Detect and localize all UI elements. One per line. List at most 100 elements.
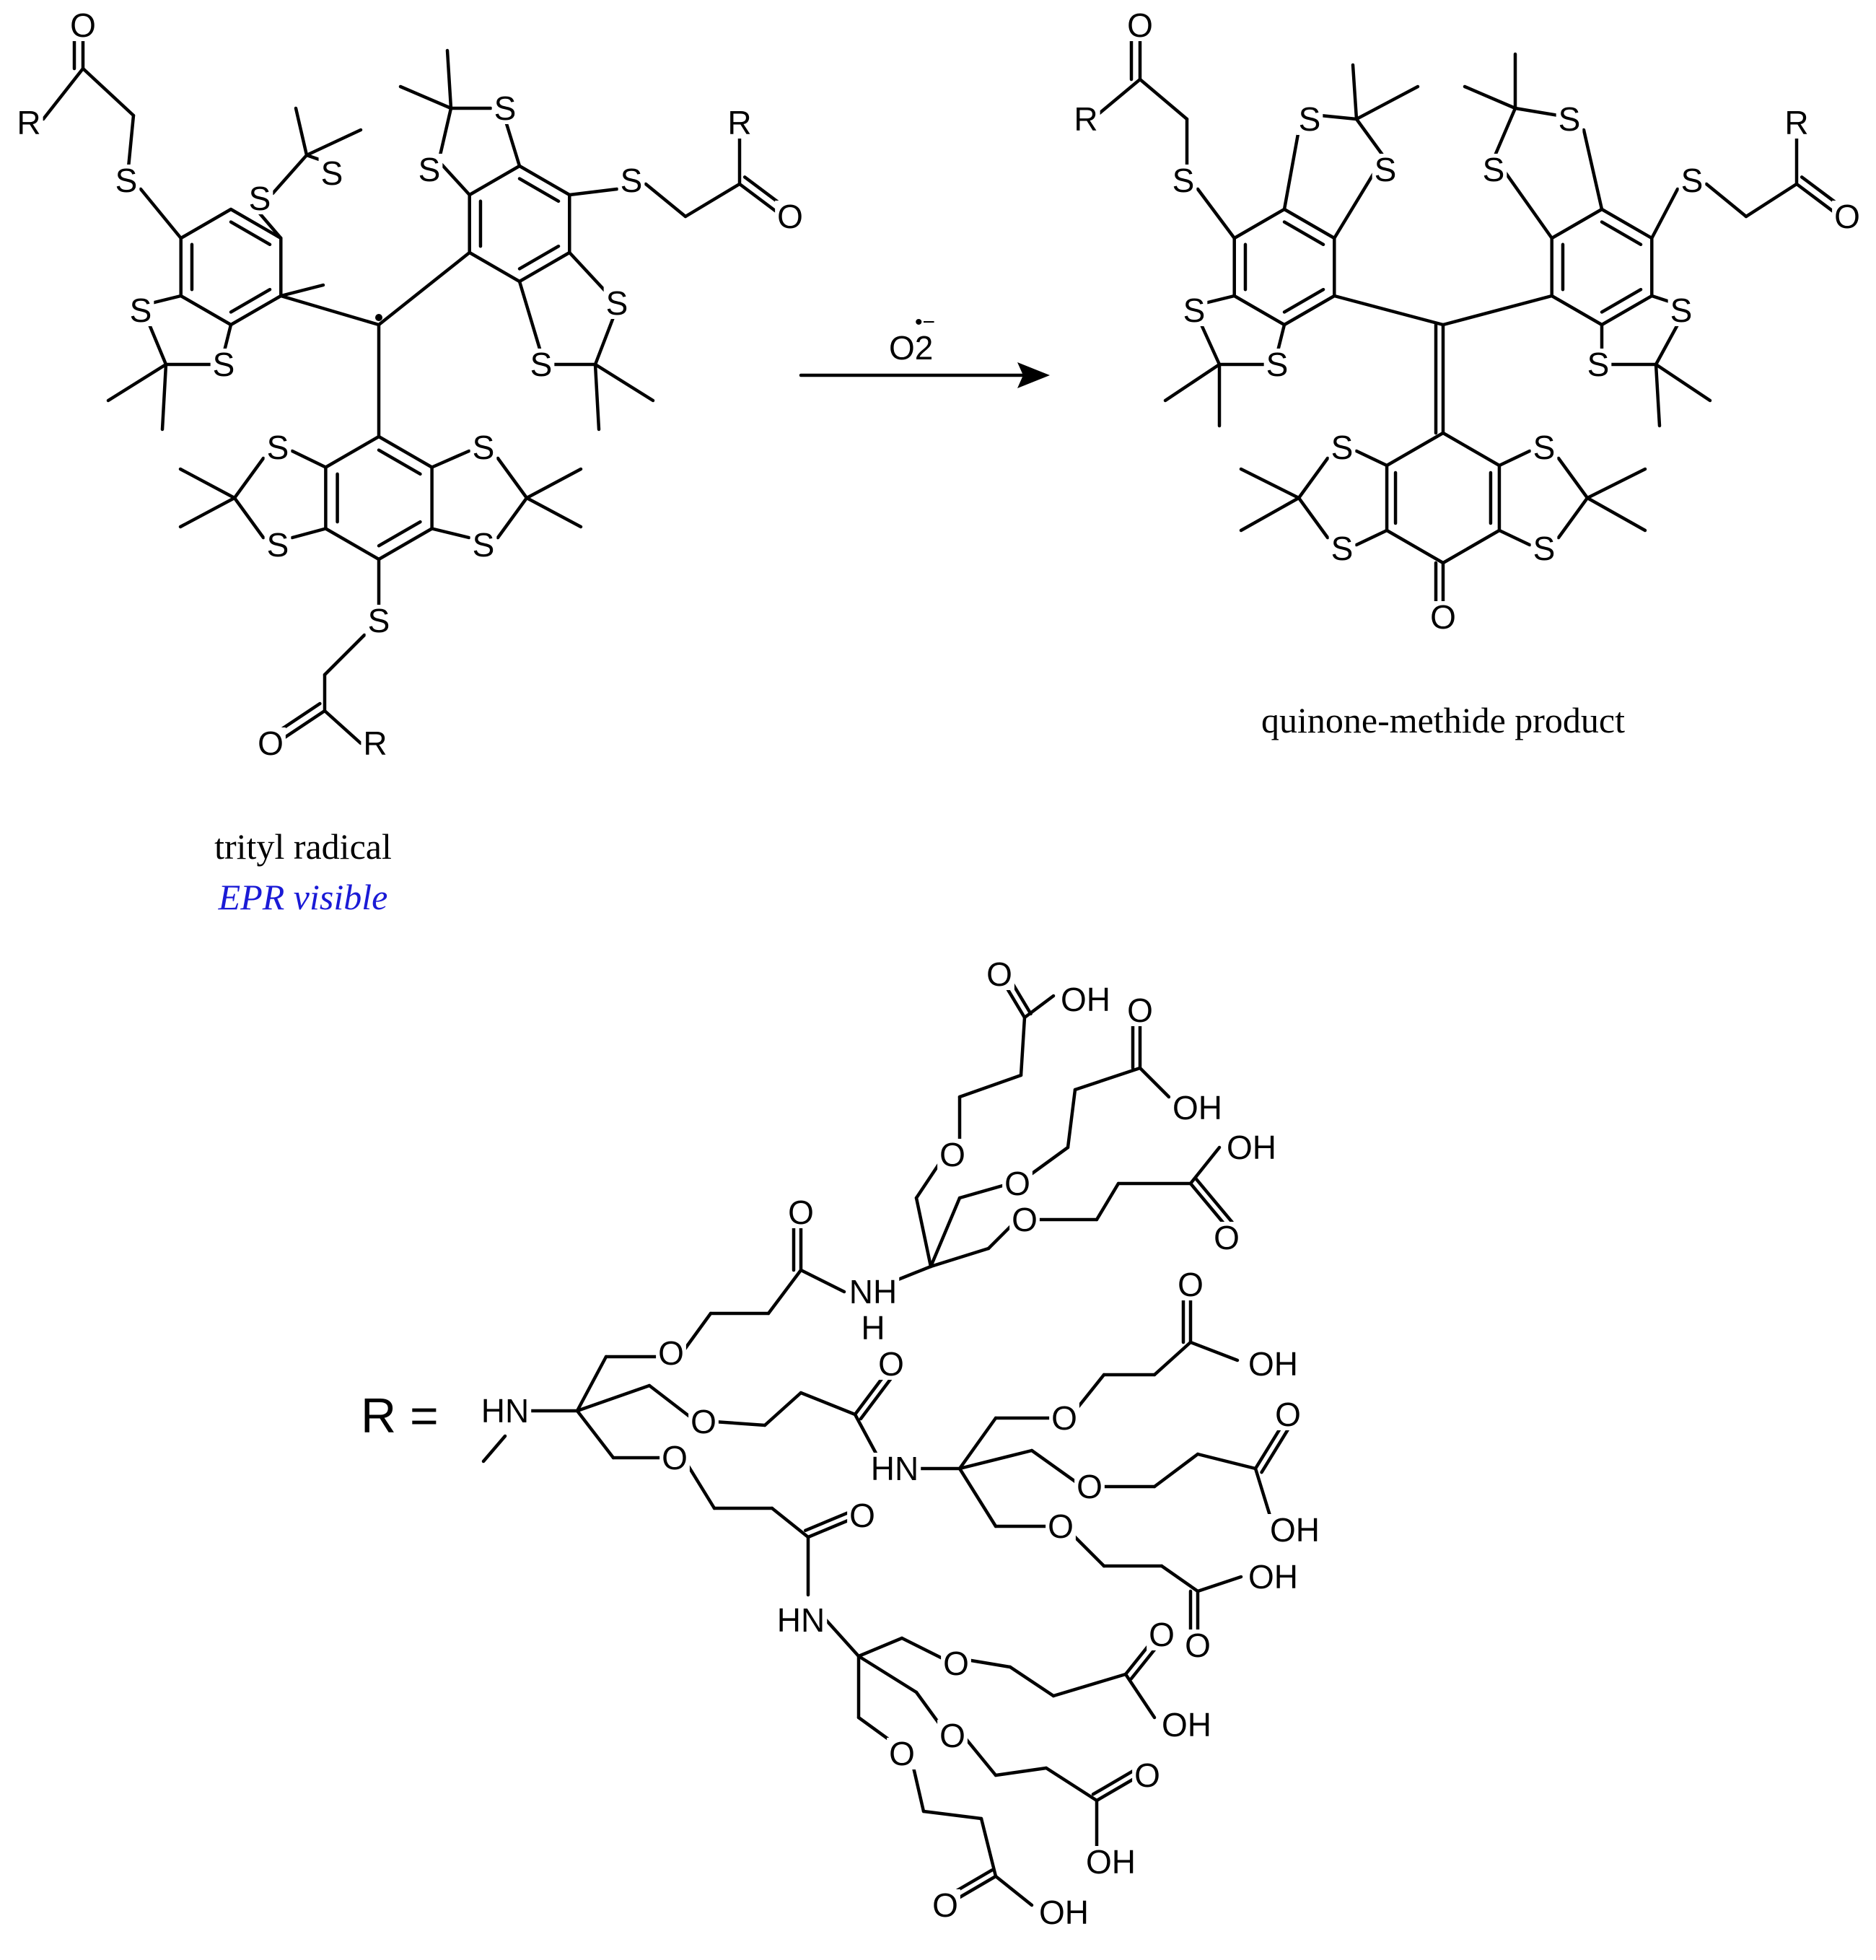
- oxygen-atom-backdrop: [775, 201, 805, 232]
- oxygen-atom: O: [849, 1497, 875, 1534]
- bond: [398, 84, 453, 110]
- bond: [961, 1733, 998, 1777]
- sulfur-atom-backdrop: [365, 605, 393, 636]
- r-group-definition-label: R =: [361, 1388, 439, 1443]
- sulfur-atom-backdrop: [1480, 154, 1507, 185]
- r-group-atom: R: [1074, 100, 1097, 138]
- sulfur-atom: S: [1483, 151, 1505, 188]
- carboxylic-acid-oh: OH: [1162, 1706, 1211, 1744]
- sulfur-atom-backdrop: [318, 157, 346, 189]
- r-group-atom-backdrop: [1071, 103, 1100, 135]
- bond: [957, 1416, 998, 1471]
- sulfur-atom: S: [621, 162, 643, 199]
- product-aryl-left-ring-bond: [1232, 294, 1287, 327]
- bond: [146, 319, 168, 367]
- acid-carbonyl: [1188, 1181, 1229, 1229]
- bond: [1556, 496, 1590, 540]
- oxygen-atom-backdrop: [68, 9, 98, 41]
- amide-carbonyl: [806, 1517, 854, 1539]
- bond: [1650, 187, 1680, 240]
- bond: [1199, 323, 1222, 367]
- bond: [1704, 182, 1748, 219]
- sulfur-atom: S: [1375, 151, 1397, 188]
- bond: [1654, 362, 1712, 403]
- bond: [517, 279, 543, 356]
- bond: [957, 1448, 1034, 1471]
- bond: [1196, 1575, 1243, 1593]
- bond: [323, 709, 363, 745]
- reactant-aryl-right-ring-double: [517, 244, 561, 271]
- reactant-name: trityl radical: [214, 826, 392, 867]
- product-aryl-right-ring-double: [1600, 287, 1643, 314]
- quinone-ring-bond: [1385, 528, 1445, 565]
- amide-hn-backdrop: [774, 1604, 828, 1636]
- oxygen-atom: O: [1127, 992, 1153, 1029]
- bond: [911, 1762, 926, 1814]
- oxygen-atom-backdrop: [887, 1738, 917, 1769]
- bond: [575, 1383, 652, 1413]
- carboxylic-acid-oh-backdrop: [1058, 984, 1113, 1015]
- sulfur-atom-backdrop: [246, 183, 273, 214]
- sulfur-atom: S: [1587, 346, 1610, 383]
- sulfur-atom: S: [1172, 162, 1195, 199]
- bond: [766, 1268, 803, 1316]
- product-aryl-right-ring-double: [1600, 220, 1643, 247]
- bond: [1239, 496, 1301, 533]
- bond: [430, 527, 471, 540]
- reactant-aryl-right-ring-bond: [468, 164, 522, 197]
- amide-nh-backdrop: [846, 1276, 900, 1308]
- oxygen-atom-backdrop: [1211, 1222, 1242, 1254]
- reactant-aryl-left-ring-bond: [229, 207, 283, 240]
- carboxylic-acid-oh-backdrop: [1084, 1846, 1138, 1878]
- bond: [568, 250, 612, 298]
- bond: [1497, 449, 1532, 468]
- oxygen-atom-backdrop: [876, 1348, 906, 1380]
- oxygen-atom: O: [1430, 598, 1456, 636]
- bond: [106, 362, 168, 403]
- bond: [1333, 294, 1445, 327]
- sulfur-atom: S: [115, 162, 138, 199]
- bond: [525, 496, 583, 529]
- core-amine-hn-backdrop: [478, 1395, 532, 1427]
- product-aryl-right-ring-bond: [1600, 207, 1654, 240]
- bond: [290, 449, 328, 469]
- sulfur-atom-backdrop: [1328, 533, 1356, 564]
- sulfur-atom-backdrop: [618, 165, 645, 196]
- product-aryl-right-ring-bond: [1550, 207, 1604, 240]
- sulfur-atom: S: [1533, 530, 1556, 567]
- oxygen-atom: O: [1134, 1756, 1160, 1794]
- radical-dot: [375, 314, 382, 321]
- oxygen-atom-backdrop: [1125, 994, 1155, 1026]
- bond: [1282, 128, 1301, 211]
- bond: [1188, 1340, 1240, 1362]
- product-aryl-left-ring-double: [1282, 287, 1325, 314]
- bond: [965, 1658, 1012, 1669]
- oxygen-atom-backdrop: [1125, 9, 1155, 41]
- bond: [1441, 294, 1553, 327]
- reactant-epr-note: EPR visible: [218, 877, 388, 917]
- bond: [81, 66, 136, 118]
- sulfur-atom: S: [130, 292, 152, 329]
- bond: [1030, 1448, 1084, 1489]
- sulfur-atom-backdrop: [1263, 349, 1291, 380]
- reactant-aryl-bottom-ring-bond: [324, 527, 381, 561]
- bond: [178, 467, 237, 500]
- r-group-atom: R: [17, 104, 40, 141]
- carboxylic-acid-oh: OH: [1039, 1894, 1089, 1931]
- oxygen-atom: O: [939, 1136, 965, 1173]
- bond: [1354, 528, 1389, 547]
- carboxylic-acid-oh: OH: [1227, 1129, 1276, 1166]
- bond: [1026, 1145, 1070, 1178]
- bond: [377, 250, 471, 327]
- bond: [644, 182, 688, 219]
- bond: [1138, 77, 1189, 121]
- bond: [438, 106, 453, 157]
- sulfur-atom-backdrop: [1530, 432, 1558, 463]
- bond: [763, 1391, 803, 1427]
- carboxylic-acid-oh: OH: [1086, 1843, 1136, 1881]
- oxygen-atom: O: [1834, 198, 1860, 235]
- oxygen-atom-backdrop: [688, 1406, 719, 1438]
- bond: [1019, 1015, 1027, 1077]
- oxygen-atom-backdrop: [656, 1337, 686, 1369]
